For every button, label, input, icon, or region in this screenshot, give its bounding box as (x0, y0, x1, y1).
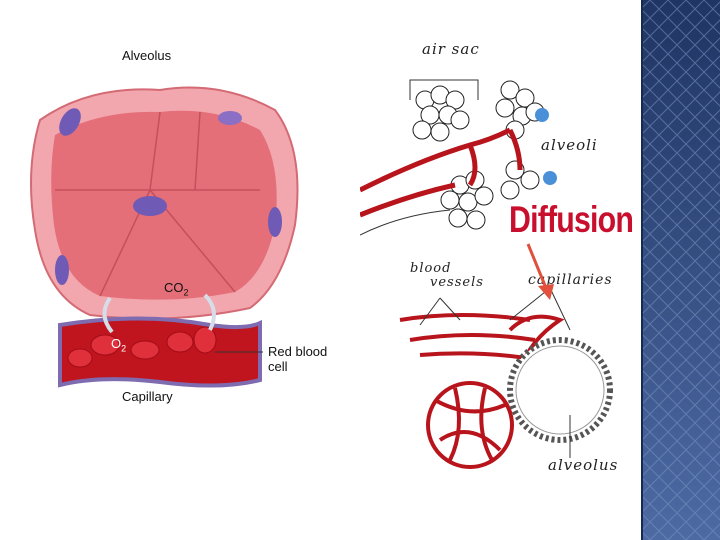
air-sac-sketch (360, 20, 640, 500)
co2-label: CO2 (164, 280, 189, 298)
alveolus-title: Alveolus (122, 48, 171, 63)
nucleus (55, 255, 69, 285)
red-blood-cell (194, 327, 216, 353)
capillary-ball (428, 383, 512, 467)
rbc-label: Red blood cell (268, 344, 327, 374)
nucleus (218, 111, 242, 125)
o2-label: O2 (111, 336, 126, 354)
blood-vessels-line2: vessels (410, 276, 484, 290)
rbc-label-line2: cell (268, 359, 327, 374)
decorative-side-band (641, 0, 720, 540)
red-blood-cell (131, 341, 159, 359)
alveoli-label: alveoli (541, 136, 598, 154)
diffusion-callout: Diffusion (509, 199, 633, 241)
co2-text: CO (164, 280, 184, 295)
red-blood-cell (167, 332, 193, 352)
blood-vessels-line1: blood (410, 262, 484, 276)
o2-text: O (111, 336, 121, 351)
diffusion-arrow (520, 240, 560, 302)
blood-vessels-label: blood vessels (410, 262, 484, 290)
red-blood-cell (68, 349, 92, 367)
rbc-label-line1: Red blood (268, 344, 327, 359)
alveolus-label: alveolus (548, 456, 618, 474)
capillary-label: Capillary (122, 389, 173, 404)
nucleus (268, 207, 282, 237)
co2-subscript: 2 (184, 288, 189, 298)
o2-subscript: 2 (121, 344, 126, 354)
nucleus (133, 196, 167, 216)
air-sac-label: air sac (422, 40, 480, 58)
bronchiole (360, 130, 520, 215)
